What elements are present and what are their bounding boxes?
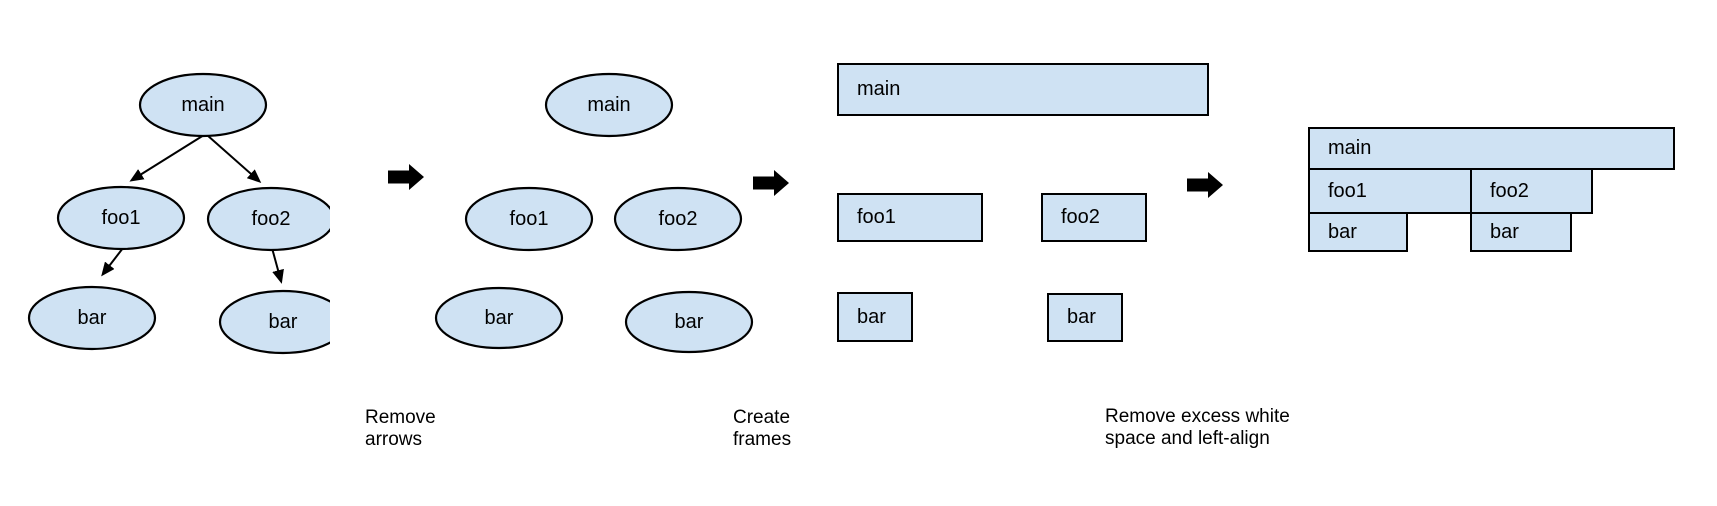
node-label: bar — [675, 311, 704, 333]
flame-frame-bar-left: bar — [1308, 212, 1408, 252]
caption-create-frames: Create frames — [733, 407, 792, 450]
edge-foo1-bar — [101, 247, 124, 277]
node-label: bar — [485, 307, 514, 329]
frame-bar-right: bar — [1047, 293, 1123, 342]
node-main: main — [138, 72, 268, 138]
flame-frame-bar-right: bar — [1470, 212, 1572, 252]
frame-main: main — [837, 63, 1209, 116]
frame-label: foo2 — [1061, 206, 1100, 228]
node-foo1: foo1 — [56, 185, 186, 251]
node-foo2: foo2 — [613, 186, 743, 252]
node-label: main — [587, 94, 630, 116]
node-label: foo2 — [659, 208, 698, 230]
caption-remove-arrows: Remove arrows — [365, 407, 436, 450]
node-label: bar — [78, 307, 107, 329]
stage-call-tree: main foo1 foo2 bar bar — [27, 72, 330, 355]
node-foo1: foo1 — [464, 186, 594, 252]
frame-label: bar — [1067, 306, 1096, 328]
transition-arrow-icon — [753, 170, 789, 196]
caption-remove-whitespace: Remove excess white space and left-align — [1105, 406, 1290, 449]
edge-main-foo2 — [206, 134, 262, 183]
node-bar-left: bar — [27, 285, 157, 351]
stage-no-arrows: main foo1 foo2 bar bar — [434, 72, 754, 354]
node-label: main — [181, 94, 224, 116]
frame-label: foo1 — [1328, 179, 1367, 202]
node-label: foo1 — [102, 207, 141, 229]
node-label: bar — [269, 311, 298, 333]
flame-frame-foo1: foo1 — [1308, 168, 1472, 214]
edge-foo2-bar — [271, 247, 284, 284]
flame-frame-main: main — [1308, 127, 1675, 170]
frame-bar-left: bar — [837, 292, 913, 342]
frame-label: foo1 — [857, 206, 896, 228]
edge-main-foo1 — [129, 134, 205, 182]
frame-label: bar — [1490, 220, 1519, 243]
node-bar-left: bar — [434, 286, 564, 350]
frame-label: main — [1328, 137, 1372, 159]
frame-label: main — [857, 78, 901, 100]
node-bar-right: bar — [218, 289, 330, 355]
node-foo2: foo2 — [206, 186, 330, 252]
node-label: foo1 — [510, 208, 549, 230]
node-bar-right: bar — [624, 290, 754, 354]
transition-arrow-icon — [388, 164, 424, 190]
frame-label: bar — [1328, 220, 1357, 243]
frame-foo2: foo2 — [1041, 193, 1147, 242]
node-main: main — [544, 72, 674, 138]
frame-label: foo2 — [1490, 179, 1529, 202]
transition-arrow-icon — [1187, 172, 1223, 198]
frame-foo1: foo1 — [837, 193, 983, 242]
frame-label: bar — [857, 305, 886, 328]
flame-frame-foo2: foo2 — [1470, 168, 1593, 214]
node-label: foo2 — [252, 208, 291, 230]
